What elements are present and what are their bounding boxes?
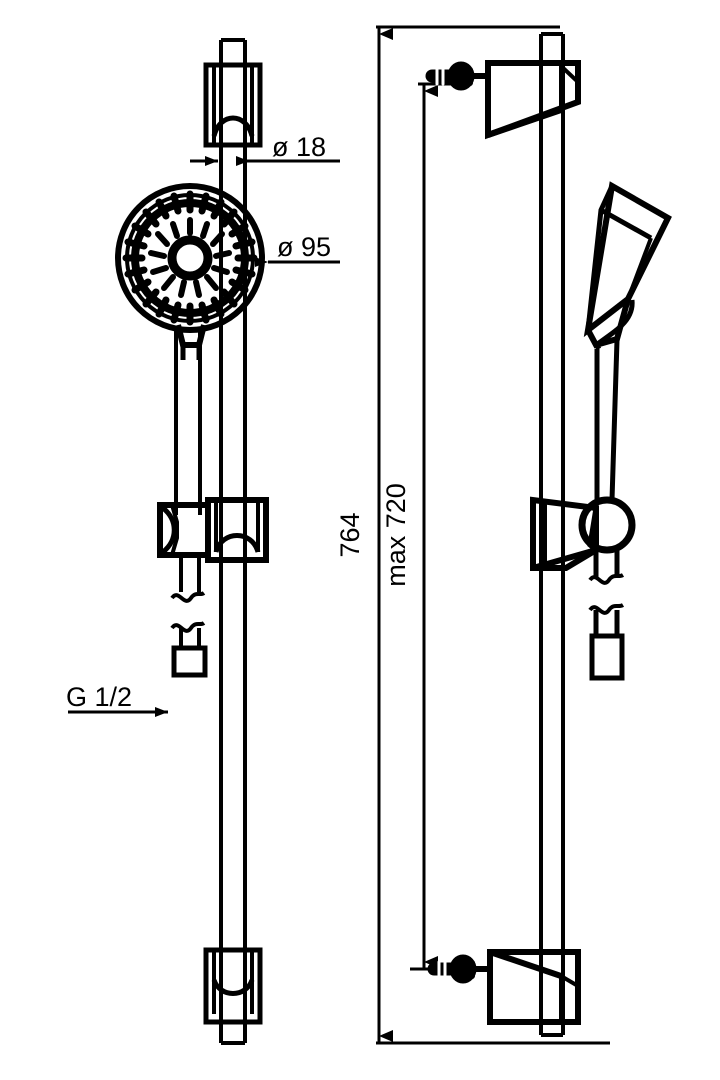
bottom-bracket [203, 947, 263, 1025]
hose-connector [171, 645, 208, 678]
spray-nozzles [122, 190, 258, 326]
shower-hose [170, 330, 206, 648]
wall-anchor [425, 61, 489, 91]
slide-holder [530, 496, 636, 571]
label-dia-95: ø 95 [277, 232, 331, 262]
shower-hose [588, 548, 625, 681]
top-bracket [203, 62, 263, 148]
shower-rail [539, 32, 565, 1037]
shower-head [583, 181, 672, 501]
side-view [376, 25, 672, 1045]
dimension-dia-18 [190, 140, 340, 168]
front-view [68, 38, 340, 1045]
label-764: 764 [335, 512, 365, 557]
label-max-720: max 720 [381, 483, 411, 587]
label-dia-18: ø 18 [272, 132, 326, 162]
top-bracket [425, 60, 581, 140]
wall-anchor [427, 954, 491, 984]
label-thread: G 1/2 [66, 682, 132, 712]
shower-head [115, 183, 265, 360]
bottom-bracket [427, 949, 581, 1025]
slide-holder [157, 497, 269, 563]
